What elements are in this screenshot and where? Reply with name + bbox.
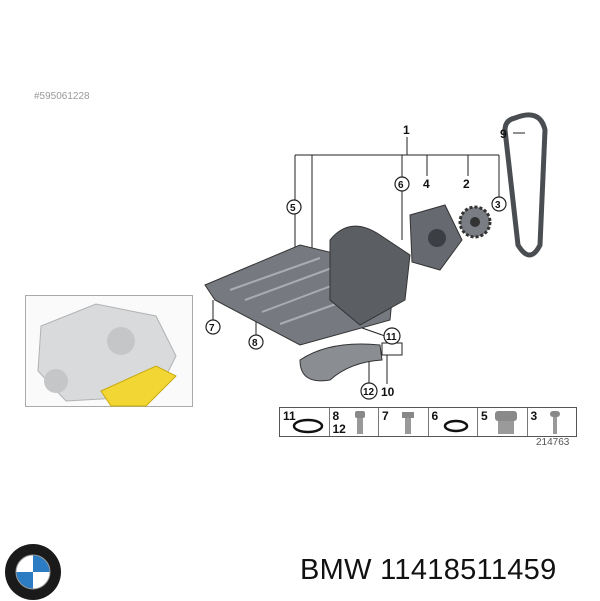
watermark-id: #595061228 xyxy=(34,91,90,102)
callout-3: 3 xyxy=(495,200,501,211)
product-title: BMW 11418511459 xyxy=(300,554,557,586)
part-cell-8-12: 8 12 xyxy=(330,408,379,436)
callout-7: 7 xyxy=(209,323,215,334)
bolt-icon xyxy=(354,411,365,434)
drive-chain xyxy=(502,112,548,258)
part-number: 3 xyxy=(530,409,538,423)
callout-2: 2 xyxy=(463,177,470,191)
diagram-reference-number: 214763 xyxy=(536,437,570,448)
part-number: 8 xyxy=(332,409,340,423)
callout-11: 11 xyxy=(386,332,397,343)
o-ring-icon xyxy=(443,419,468,433)
callout-12: 12 xyxy=(363,387,375,398)
part-number-secondary: 12 xyxy=(332,422,346,436)
callout-8: 8 xyxy=(252,338,258,349)
part-number: 11 xyxy=(283,409,296,423)
callout-9: 9 xyxy=(500,127,507,141)
part-cell-5: 5 xyxy=(478,408,528,436)
screw-icon xyxy=(549,411,560,434)
callout-6: 6 xyxy=(398,180,404,191)
part-cell-7: 7 xyxy=(379,408,429,436)
callout-5: 5 xyxy=(290,203,296,214)
part-cell-6: 6 xyxy=(429,408,478,436)
part-number: 5 xyxy=(481,409,488,423)
parts-strip: 11 8 12 7 6 5 3 xyxy=(279,407,577,437)
callout-10: 10 xyxy=(381,385,395,399)
callout-1: 1 xyxy=(403,123,410,137)
bmw-logo xyxy=(5,544,61,600)
o-ring-icon xyxy=(292,418,324,434)
callout-4: 4 xyxy=(423,177,430,191)
oil-pickup-tube xyxy=(299,343,383,382)
part-number: 7 xyxy=(382,409,389,423)
highlighted-oil-pump-area xyxy=(100,365,177,407)
bushing-icon xyxy=(495,411,517,434)
flange-bolt-icon xyxy=(402,412,414,434)
part-number: 6 xyxy=(431,409,439,423)
part-cell-3: 3 xyxy=(528,408,577,436)
oil-pump-body xyxy=(329,225,411,326)
engine-location-inset xyxy=(25,295,193,407)
part-cell-11: 11 xyxy=(280,408,330,436)
